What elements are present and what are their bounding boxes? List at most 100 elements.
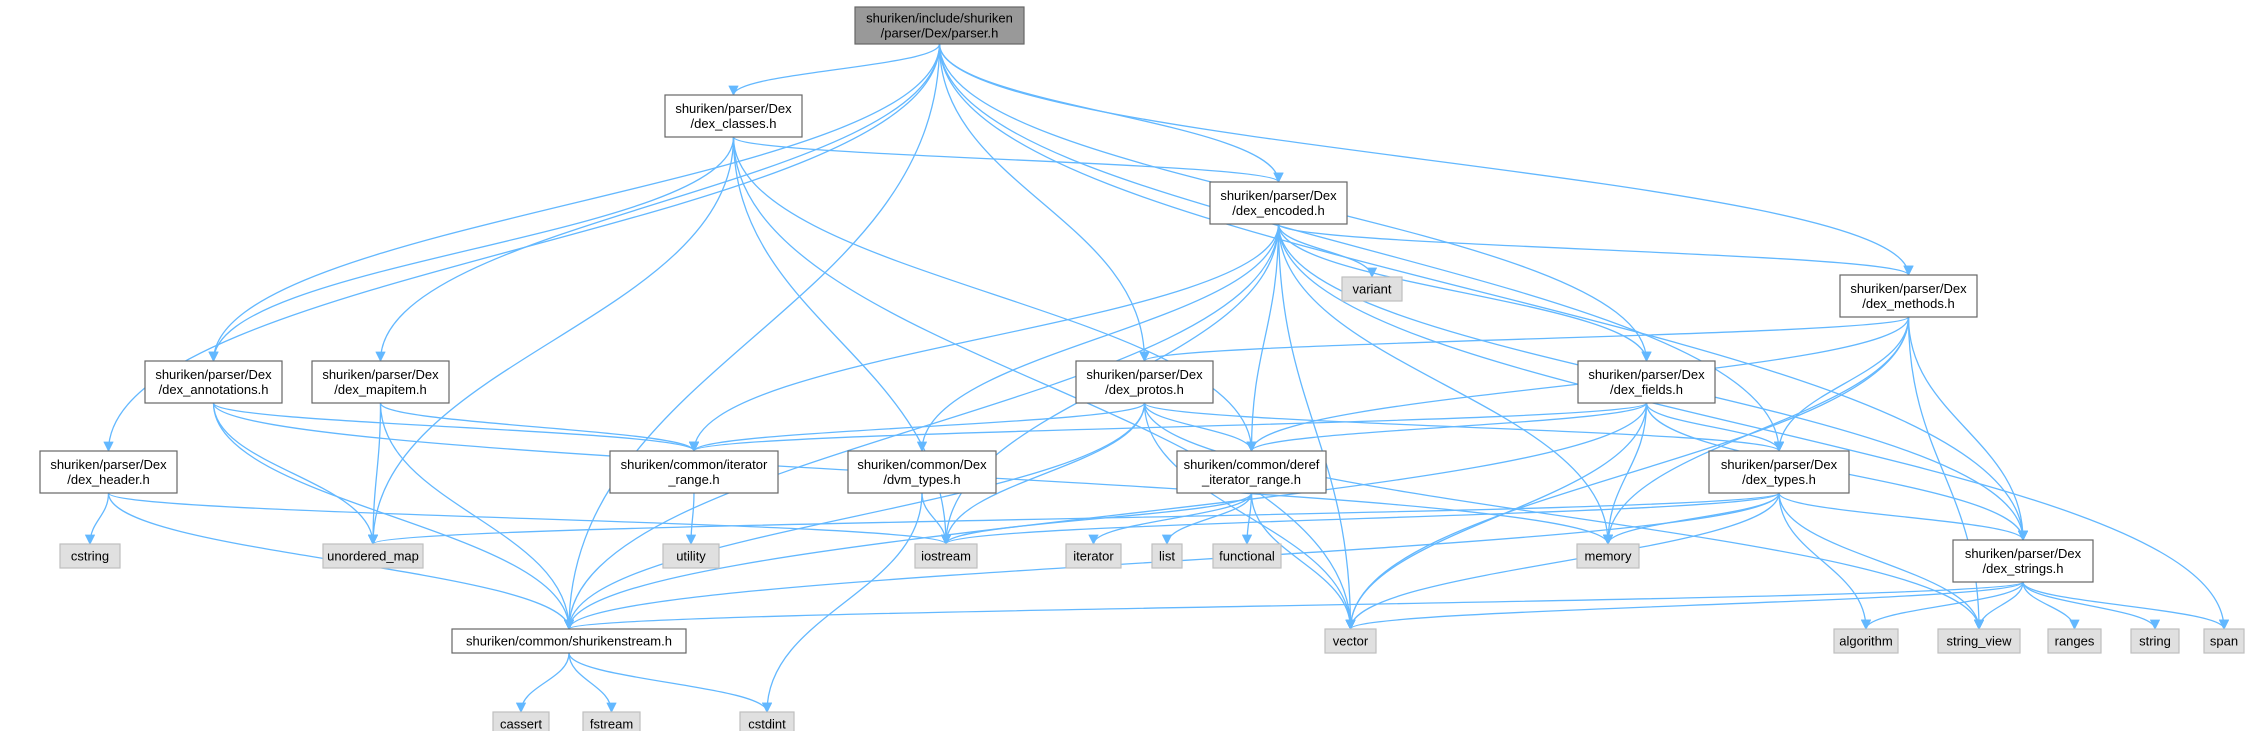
edge-dex_methods-to-dex_strings: [1907, 316, 2029, 542]
node-shurikenstream[interactable]: shuriken/common/shurikenstream.h: [451, 628, 687, 654]
node-dex-methods-label-line-2: /dex_methods.h: [1862, 296, 1955, 311]
node-dex-mapitem-box: [311, 360, 450, 404]
node-dex-header-box: [39, 450, 178, 494]
edge-dex_strings-to-shurikenstream: [564, 581, 2024, 631]
edge-dex_types-to-iostream: [941, 492, 1780, 546]
node-deref-range[interactable]: shuriken/common/deref_iterator_range.h: [1176, 450, 1327, 494]
node-ranges: ranges: [2047, 628, 2102, 654]
node-memory-box: [1576, 543, 1640, 569]
edge-dex_annotations-to-shurikenstream: [212, 402, 575, 631]
node-root-label-line-2: /parser/Dex/parser.h: [881, 26, 999, 41]
node-dex-annotations-label-line-1: shuriken/parser/Dex: [155, 367, 272, 382]
edge-dex_fields-to-iterator_range: [689, 402, 1648, 453]
node-cassert-box: [492, 711, 550, 731]
node-string-box: [2130, 628, 2180, 654]
node-iostream-box: [914, 543, 978, 569]
node-dvm-types-box: [847, 450, 997, 494]
node-utility-box: [662, 543, 720, 569]
node-dex-fields[interactable]: shuriken/parser/Dex/dex_fields.h: [1577, 360, 1716, 404]
edge-dex_strings-to-vector: [1345, 581, 2024, 631]
node-shurikenstream-label-line-1: shuriken/common/shurikenstream.h: [466, 634, 672, 649]
edge-dex_protos-to-vector: [1143, 402, 1356, 631]
node-dex-protos[interactable]: shuriken/parser/Dex/dex_protos.h: [1075, 360, 1214, 404]
node-dex-strings-label-line-2: /dex_strings.h: [1983, 561, 2064, 576]
node-dex-annotations-label-line-2: /dex_annotations.h: [159, 382, 269, 397]
node-dex-encoded-label-line-1: shuriken/parser/Dex: [1220, 188, 1337, 203]
edge-dex_fields-to-vector: [1345, 402, 1648, 631]
node-iterator-range-label-line-2: _range.h: [667, 472, 719, 487]
edge-deref_range-to-list: [1161, 492, 1253, 546]
node-dex-classes-label-line-2: /dex_classes.h: [691, 116, 777, 131]
node-dex-protos-box: [1075, 360, 1214, 404]
edge-dex_protos-to-iterator_range: [688, 402, 1146, 453]
edge-shurikenstream-to-cstdint: [568, 652, 773, 714]
node-fstream-label-line-1: fstream: [590, 717, 633, 731]
node-algorithm-label-line-1: algorithm: [1839, 634, 1892, 649]
node-iterator-label-line-1: iterator: [1073, 549, 1114, 564]
edge-dex_methods-to-dex_protos: [1139, 316, 1910, 363]
node-functional-label-line-1: functional: [1219, 549, 1275, 564]
edge-dex_protos-to-dex_types: [1143, 402, 1784, 453]
edge-deref_range-to-vector: [1250, 492, 1356, 631]
edge-root-to-dex_classes: [728, 43, 941, 97]
node-list-box: [1151, 543, 1183, 569]
node-dex-fields-label-line-1: shuriken/parser/Dex: [1588, 367, 1705, 382]
node-iterator-range[interactable]: shuriken/common/iterator_range.h: [609, 450, 779, 494]
edge-dex_fields-to-deref_range: [1246, 402, 1648, 453]
edge-dex_encoded-to-vector: [1277, 223, 1356, 631]
node-dex-encoded[interactable]: shuriken/parser/Dex/dex_encoded.h: [1209, 181, 1348, 225]
node-dvm-types-label-line-1: shuriken/common/Dex: [857, 457, 987, 472]
node-dex-annotations[interactable]: shuriken/parser/Dex/dex_annotations.h: [144, 360, 283, 404]
edge-dex_annotations-to-iterator_range: [212, 402, 699, 453]
edge-dex_protos-to-shurikenstream: [563, 402, 1146, 631]
node-span-box: [2203, 628, 2245, 654]
edge-dex_types-to-unordered_map: [368, 492, 1780, 546]
node-dex-mapitem-label-line-1: shuriken/parser/Dex: [322, 367, 439, 382]
edge-dex_types-to-algorithm: [1778, 492, 1872, 631]
node-dex-methods-box: [1839, 274, 1978, 318]
node-unordered-map-box: [322, 543, 424, 569]
node-dex-types-label-line-1: shuriken/parser/Dex: [1721, 457, 1838, 472]
node-dex-header-label-line-1: shuriken/parser/Dex: [50, 457, 167, 472]
node-dex-classes[interactable]: shuriken/parser/Dex/dex_classes.h: [664, 94, 803, 138]
node-ranges-label-line-1: ranges: [2055, 634, 2095, 649]
node-root[interactable]: shuriken/include/shuriken/parser/Dex/par…: [854, 6, 1025, 45]
node-deref-range-box: [1176, 450, 1327, 494]
edge-dex_encoded-to-deref_range: [1246, 223, 1280, 453]
edge-dex_encoded-to-span: [1277, 223, 2230, 631]
edge-dex_encoded-to-iterator_range: [688, 223, 1280, 453]
edge-dex_fields-to-dex_types: [1645, 402, 1785, 453]
node-utility-label-line-1: utility: [676, 549, 706, 564]
edge-dex_fields-to-memory: [1602, 402, 1648, 546]
node-utility: utility: [662, 543, 720, 569]
node-dex-strings[interactable]: shuriken/parser/Dex/dex_strings.h: [1952, 539, 2094, 583]
node-string-view: string_view: [1937, 628, 2021, 654]
node-dvm-types[interactable]: shuriken/common/Dex/dvm_types.h: [847, 450, 997, 494]
node-dex-header[interactable]: shuriken/parser/Dex/dex_header.h: [39, 450, 178, 494]
node-span-label-line-1: span: [2210, 634, 2238, 649]
edge-root-to-dex_protos: [938, 43, 1150, 363]
node-dex-mapitem[interactable]: shuriken/parser/Dex/dex_mapitem.h: [311, 360, 450, 404]
node-fstream-box: [582, 711, 641, 731]
edge-iterator_range-to-utility: [685, 492, 697, 546]
node-fstream: fstream: [582, 711, 641, 731]
edge-dex_protos-to-string_view: [1143, 402, 1985, 631]
node-dex-methods[interactable]: shuriken/parser/Dex/dex_methods.h: [1839, 274, 1978, 318]
node-algorithm-box: [1833, 628, 1899, 654]
node-dvm-types-label-line-2: /dvm_types.h: [883, 472, 960, 487]
node-string-label-line-1: string: [2139, 634, 2171, 649]
edge-shurikenstream-to-fstream: [568, 652, 617, 714]
node-iterator: iterator: [1065, 543, 1122, 569]
node-unordered-map: unordered_map: [322, 543, 424, 569]
edge-dex_strings-to-algorithm: [1860, 581, 2024, 631]
node-dex-mapitem-label-line-2: /dex_mapitem.h: [334, 382, 427, 397]
node-dex-header-label-line-2: /dex_header.h: [67, 472, 149, 487]
edge-dex_encoded-to-dvm_types: [916, 223, 1280, 453]
node-dex-methods-label-line-1: shuriken/parser/Dex: [1850, 281, 1967, 296]
edge-dex_methods-to-vector: [1345, 316, 1910, 631]
node-dex-protos-label-line-1: shuriken/parser/Dex: [1086, 367, 1203, 382]
node-dex-types[interactable]: shuriken/parser/Dex/dex_types.h: [1708, 450, 1850, 494]
edge-dex_encoded-to-variant: [1277, 223, 1378, 279]
node-cassert-label-line-1: cassert: [500, 717, 542, 731]
